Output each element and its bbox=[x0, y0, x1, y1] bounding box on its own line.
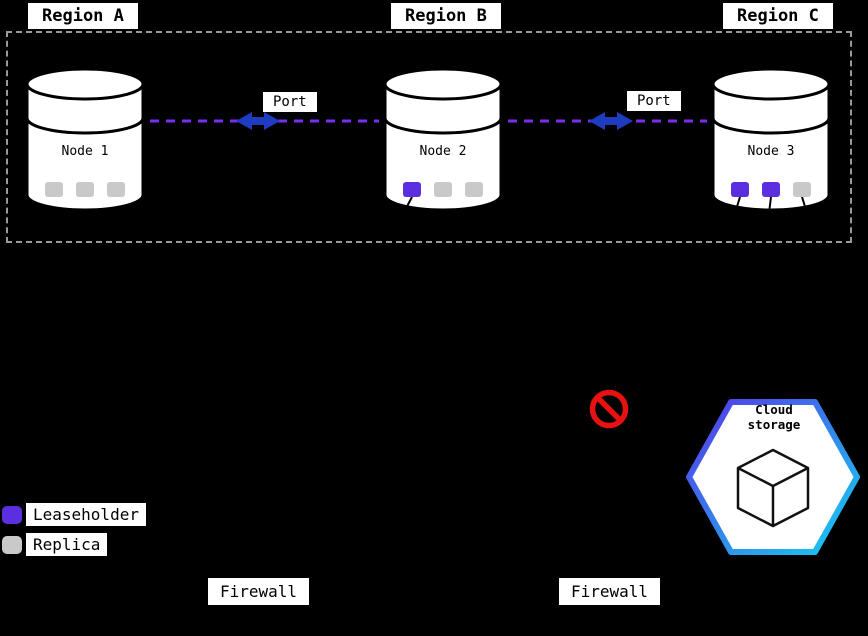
cloud-storage-label-line1: Cloud bbox=[755, 402, 793, 417]
node-label: Node 3 bbox=[747, 144, 795, 159]
database-icon bbox=[25, 67, 145, 212]
cloud-storage-label: Cloud storage bbox=[685, 402, 863, 432]
cloud-storage-label-line2: storage bbox=[747, 417, 801, 432]
leaseholder-connector bbox=[734, 196, 741, 214]
firewall-label-2: Firewall bbox=[559, 578, 661, 605]
node-3: Node 3 bbox=[709, 66, 833, 214]
replica-connector bbox=[801, 196, 808, 214]
legend-leaseholder-label: Leaseholder bbox=[26, 503, 146, 526]
replica-marker bbox=[434, 182, 452, 197]
legend-leaseholder-swatch bbox=[2, 506, 22, 524]
firewall-label-1: Firewall bbox=[208, 578, 310, 605]
blocked-icon bbox=[589, 389, 629, 429]
leaseholder-marker bbox=[762, 182, 780, 197]
leaseholder-marker bbox=[403, 182, 421, 197]
node-label: Node 1 bbox=[61, 144, 109, 159]
node-label: Node 2 bbox=[419, 144, 467, 159]
node-2: Node 2 bbox=[381, 66, 505, 214]
replica-marker bbox=[465, 182, 483, 197]
replica-marker bbox=[107, 182, 125, 197]
replica-marker bbox=[76, 182, 94, 197]
region-b-label: Region B bbox=[391, 3, 501, 29]
database-icon bbox=[711, 67, 831, 214]
port-label-ab: Port bbox=[263, 92, 317, 112]
replica-marker bbox=[45, 182, 63, 197]
legend-replica-label: Replica bbox=[26, 533, 108, 556]
database-icon bbox=[383, 67, 503, 213]
leaseholder-marker bbox=[731, 182, 749, 197]
node-1: Node 1 bbox=[23, 66, 147, 214]
replica-marker bbox=[793, 182, 811, 197]
region-c-label: Region C bbox=[723, 3, 833, 29]
cube-icon bbox=[736, 448, 810, 528]
leaseholder-connector bbox=[768, 196, 772, 214]
regions-boundary bbox=[6, 31, 852, 243]
legend-replica-swatch bbox=[2, 536, 22, 554]
leaseholder-connector bbox=[403, 196, 413, 213]
region-a-label: Region A bbox=[28, 3, 138, 29]
port-label-bc: Port bbox=[627, 91, 681, 111]
